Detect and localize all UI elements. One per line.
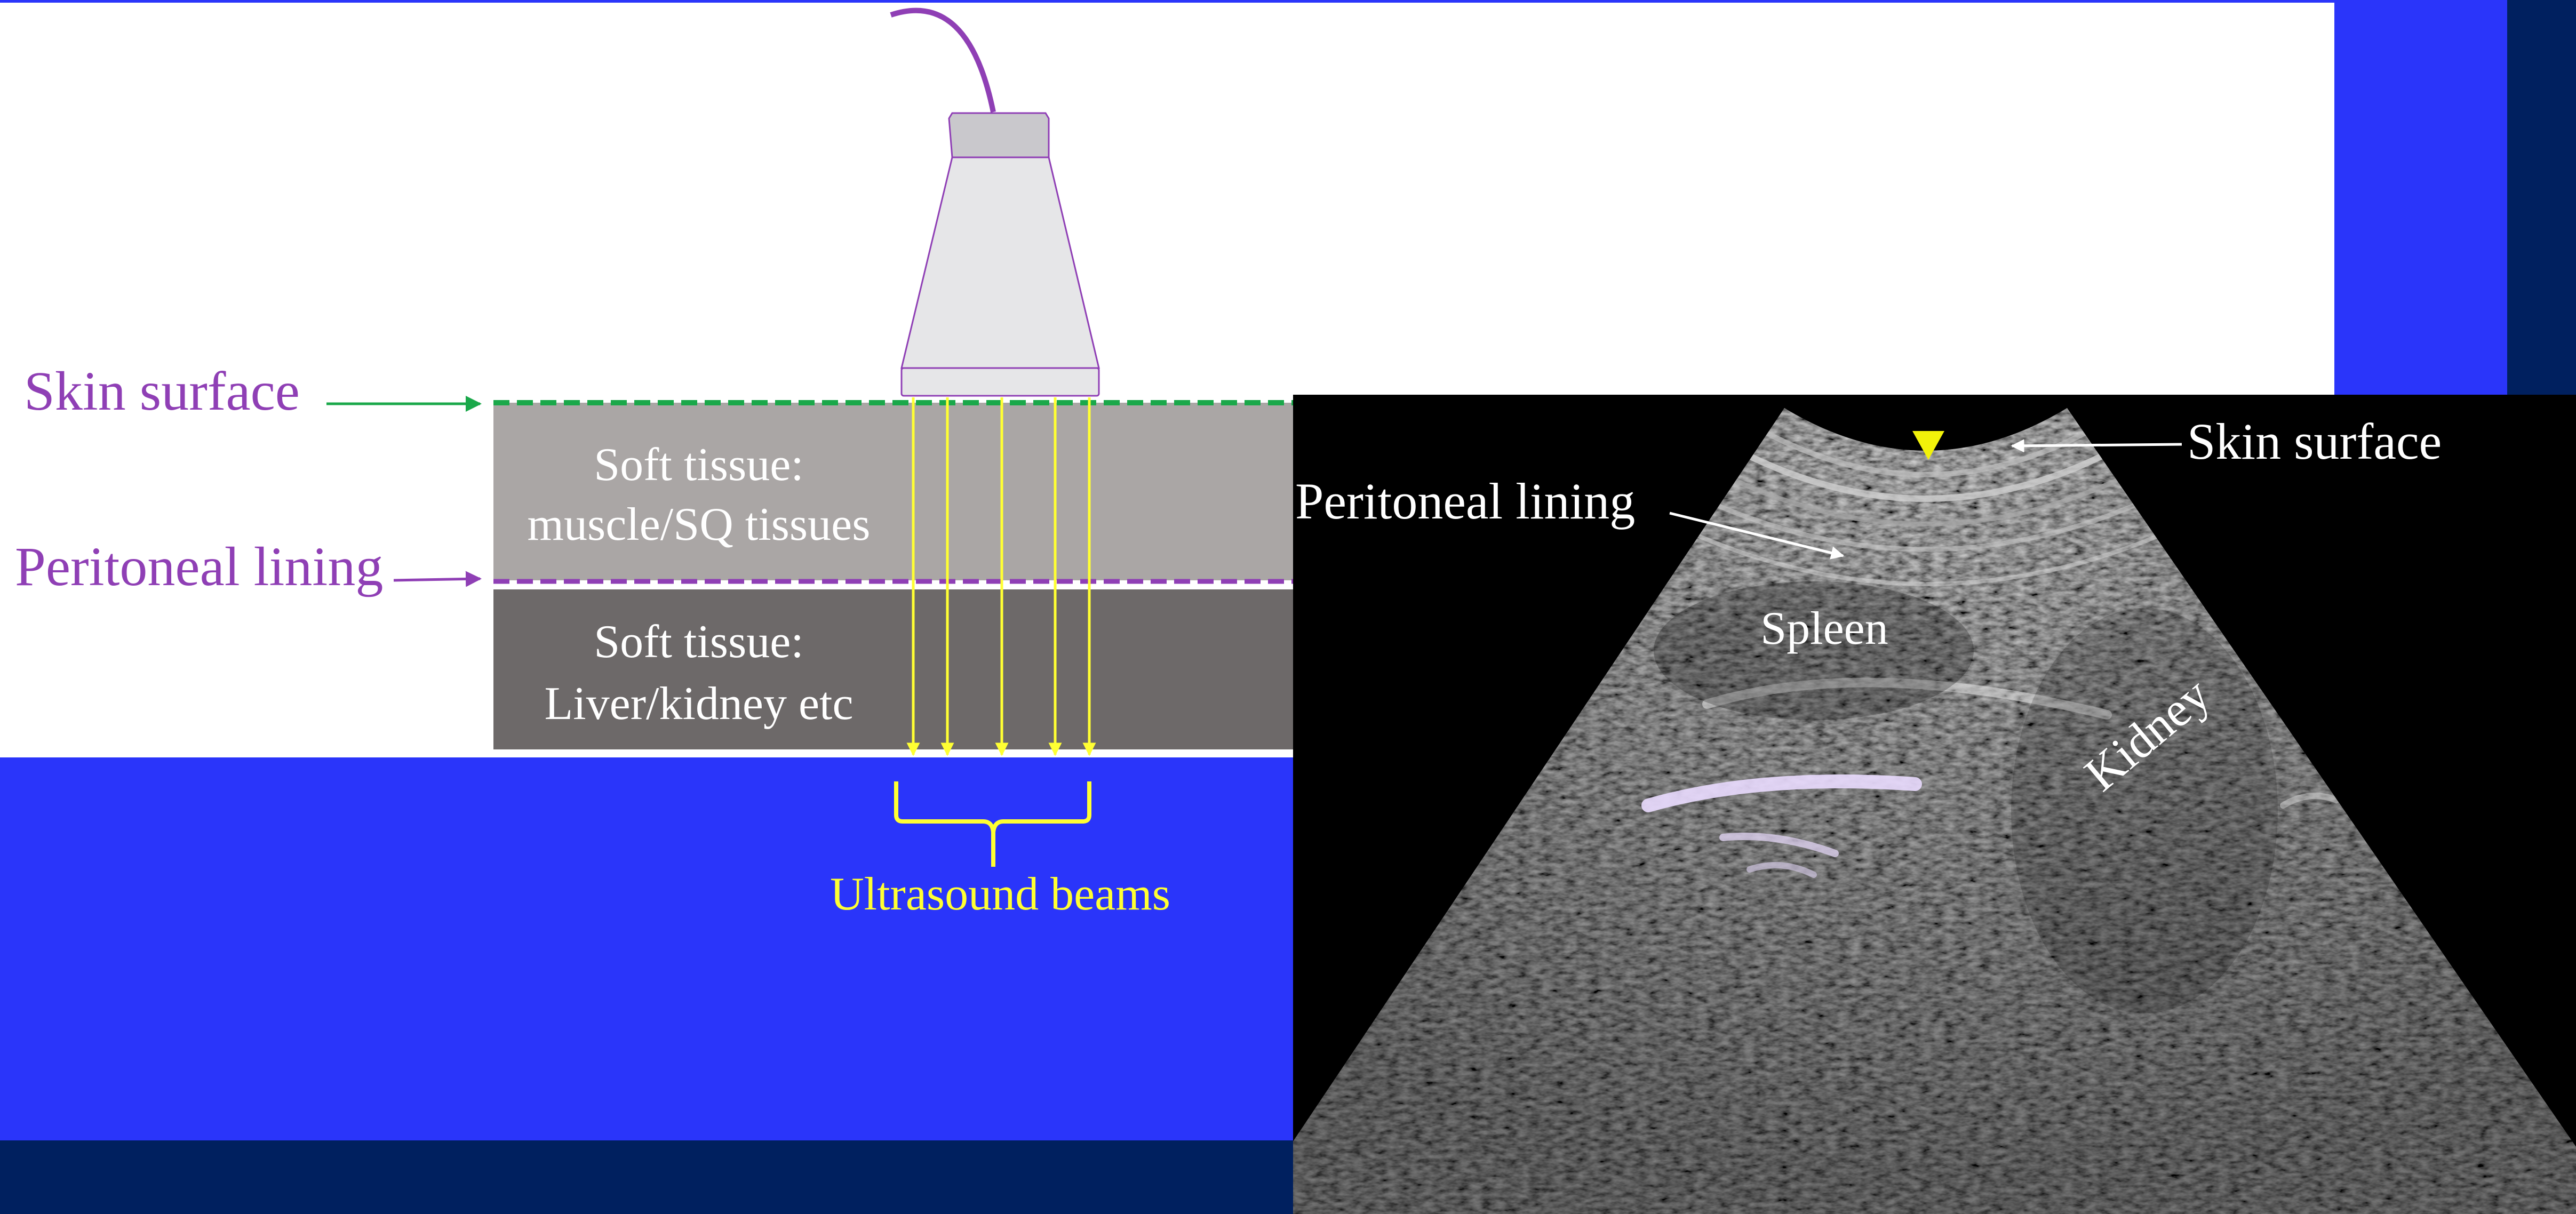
lower-layer-line1: Soft tissue: [594, 616, 804, 668]
peritoneal-lining-label: Peritoneal lining [15, 536, 383, 597]
lower-layer-line2: Liver/kidney etc [544, 678, 853, 730]
image-skin-surface-label: Skin surface [2187, 413, 2442, 470]
spleen-label: Spleen [1760, 603, 1888, 654]
upper-soft-tissue-layer [493, 403, 1299, 580]
ultrasound-beams-label: Ultrasound beams [830, 868, 1170, 920]
upper-layer-line2: muscle/SQ tissues [528, 499, 871, 550]
skin-surface-label: Skin surface [24, 361, 300, 422]
image-peritoneal-lining-label: Peritoneal lining [1295, 473, 1635, 530]
peritoneal-lining-arrow [394, 579, 480, 580]
upper-layer-line1: Soft tissue: [594, 439, 804, 491]
image-skin-surface-arrow [2012, 444, 2182, 446]
